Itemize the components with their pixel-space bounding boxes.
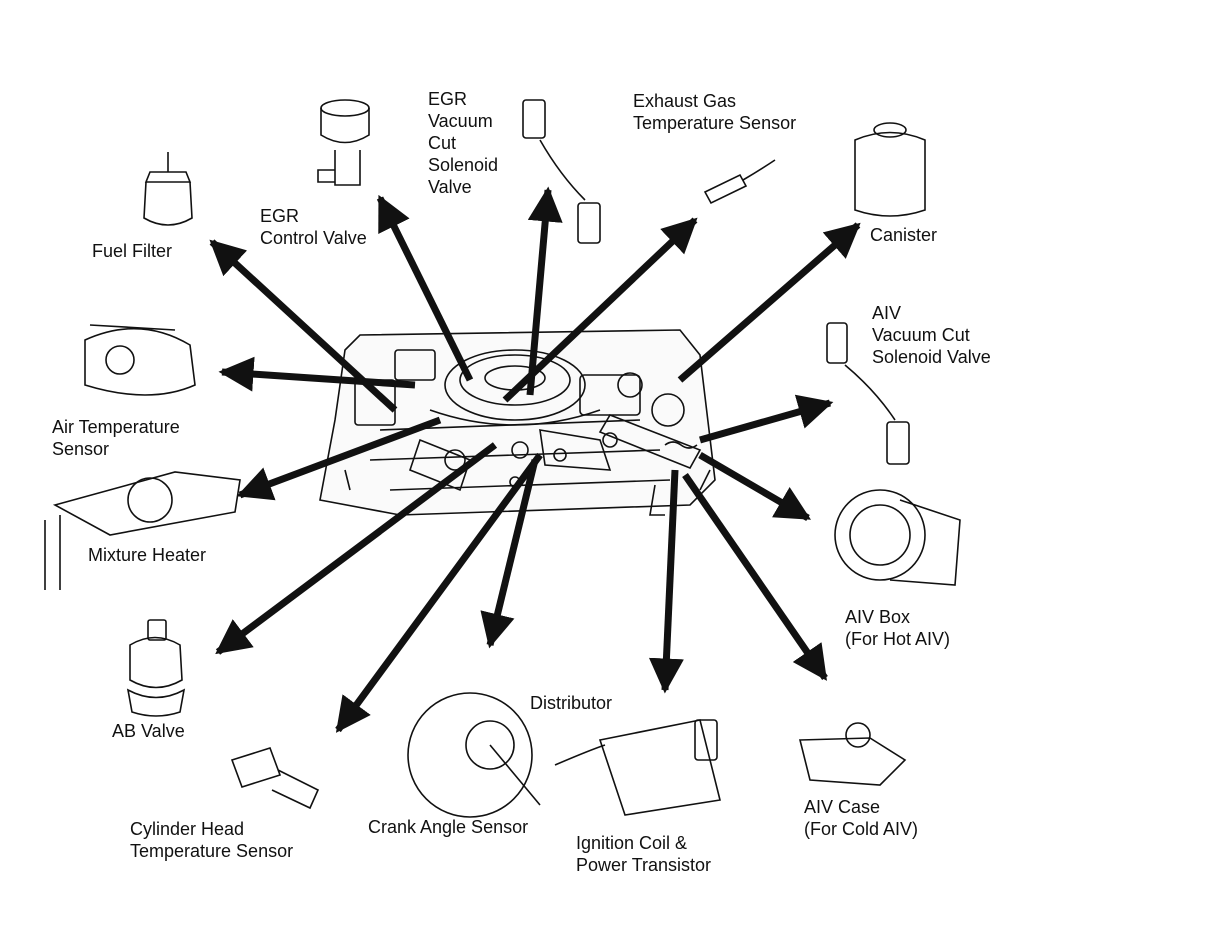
label-distributor: Distributor xyxy=(530,692,612,714)
label-egr-control-valve: EGR Control Valve xyxy=(260,205,367,249)
label-line: AB Valve xyxy=(112,721,185,741)
arrow-ab-valve xyxy=(215,442,498,655)
label-canister: Canister xyxy=(870,224,937,246)
label-line: EGR xyxy=(260,206,300,226)
label-aiv-box: AIV Box (For Hot AIV) xyxy=(845,606,950,650)
label-line: Solenoid Valve xyxy=(872,347,991,367)
label-exhaust-gas-temperature-sensor: Exhaust Gas Temperature Sensor xyxy=(633,90,796,134)
engine-bay-drawing xyxy=(319,329,716,516)
pointer-arrows xyxy=(209,186,861,733)
label-line: Solenoid xyxy=(428,155,499,175)
label-fuel-filter: Fuel Filter xyxy=(92,240,172,262)
arrow-aiv-box xyxy=(698,451,812,522)
arrow-ignition-coil xyxy=(648,469,684,694)
label-line: Temperature Sensor xyxy=(130,841,294,861)
label-line: Air Temperature xyxy=(52,417,180,437)
label-line: Vacuum xyxy=(428,111,493,131)
label-line: Crank Angle Sensor xyxy=(368,817,529,837)
label-line: Exhaust Gas xyxy=(633,91,737,111)
label-aiv-case: AIV Case (For Cold AIV) xyxy=(804,796,918,840)
air-temp-sensor-part xyxy=(84,324,196,396)
arrow-cylinder-head-sensor xyxy=(335,452,543,733)
label-line: AIV Case xyxy=(804,797,881,817)
label-ab-valve: AB Valve xyxy=(112,720,185,742)
canister-part xyxy=(854,122,926,217)
label-line: AIV Box xyxy=(845,607,911,627)
label-line: Valve xyxy=(428,177,472,197)
arrow-crank-angle-sensor xyxy=(480,459,539,649)
exhaust-gas-sensor-part xyxy=(703,159,776,205)
label-line: Cut xyxy=(428,133,457,153)
aiv-box-part xyxy=(834,489,961,586)
label-line: Mixture Heater xyxy=(88,545,207,565)
arrow-aiv-solenoid xyxy=(699,394,834,444)
arrow-air-temp-sensor xyxy=(218,356,416,392)
mixture-heater-part xyxy=(44,471,241,590)
label-cylinder-head-temperature-sensor: Cylinder Head Temperature Sensor xyxy=(130,818,293,862)
label-aiv-vacuum-cut-solenoid-valve: AIV Vacuum Cut Solenoid Valve xyxy=(872,302,991,368)
label-line: Canister xyxy=(870,225,938,245)
label-line: Vacuum Cut xyxy=(872,325,970,345)
label-line: AIV xyxy=(872,303,902,323)
cylinder-head-sensor-part xyxy=(230,747,320,810)
label-air-temperature-sensor: Air Temperature Sensor xyxy=(52,416,180,460)
aiv-solenoid-part xyxy=(826,322,910,465)
label-line: (For Cold AIV) xyxy=(804,819,919,839)
label-line: Control Valve xyxy=(260,228,367,248)
arrow-mixture-heater xyxy=(236,416,442,501)
aiv-case-part xyxy=(798,722,907,786)
distributor-part xyxy=(407,692,541,818)
arrow-egr-control-valve xyxy=(376,194,474,382)
ignition-coil-part xyxy=(554,719,721,816)
arrow-aiv-case xyxy=(682,473,828,681)
arrow-egr-solenoid xyxy=(526,186,563,396)
label-line: Cylinder Head xyxy=(130,819,245,839)
label-line: Sensor xyxy=(52,439,110,459)
label-mixture-heater: Mixture Heater xyxy=(88,544,206,566)
label-egr-vacuum-cut-solenoid-valve: EGR Vacuum Cut Solenoid Valve xyxy=(428,88,498,198)
label-line: Distributor xyxy=(530,693,613,713)
label-ignition-coil-power-transistor: Ignition Coil & Power Transistor xyxy=(576,832,711,876)
arrow-canister xyxy=(677,222,861,383)
label-crank-angle-sensor: Crank Angle Sensor xyxy=(368,816,528,838)
egr-solenoid-part xyxy=(522,99,601,244)
arrow-exhaust-gas-sensor xyxy=(502,217,698,403)
label-line: EGR xyxy=(428,89,468,109)
component-sketches xyxy=(44,99,961,818)
label-line: Power Transistor xyxy=(576,855,712,875)
label-line: Ignition Coil & xyxy=(576,833,688,853)
label-line: Fuel Filter xyxy=(92,241,173,261)
fuel-filter-part xyxy=(143,152,193,226)
label-line: Temperature Sensor xyxy=(633,113,797,133)
egr-control-valve-part xyxy=(317,99,370,186)
ab-valve-part xyxy=(126,619,186,717)
label-line: (For Hot AIV) xyxy=(845,629,951,649)
